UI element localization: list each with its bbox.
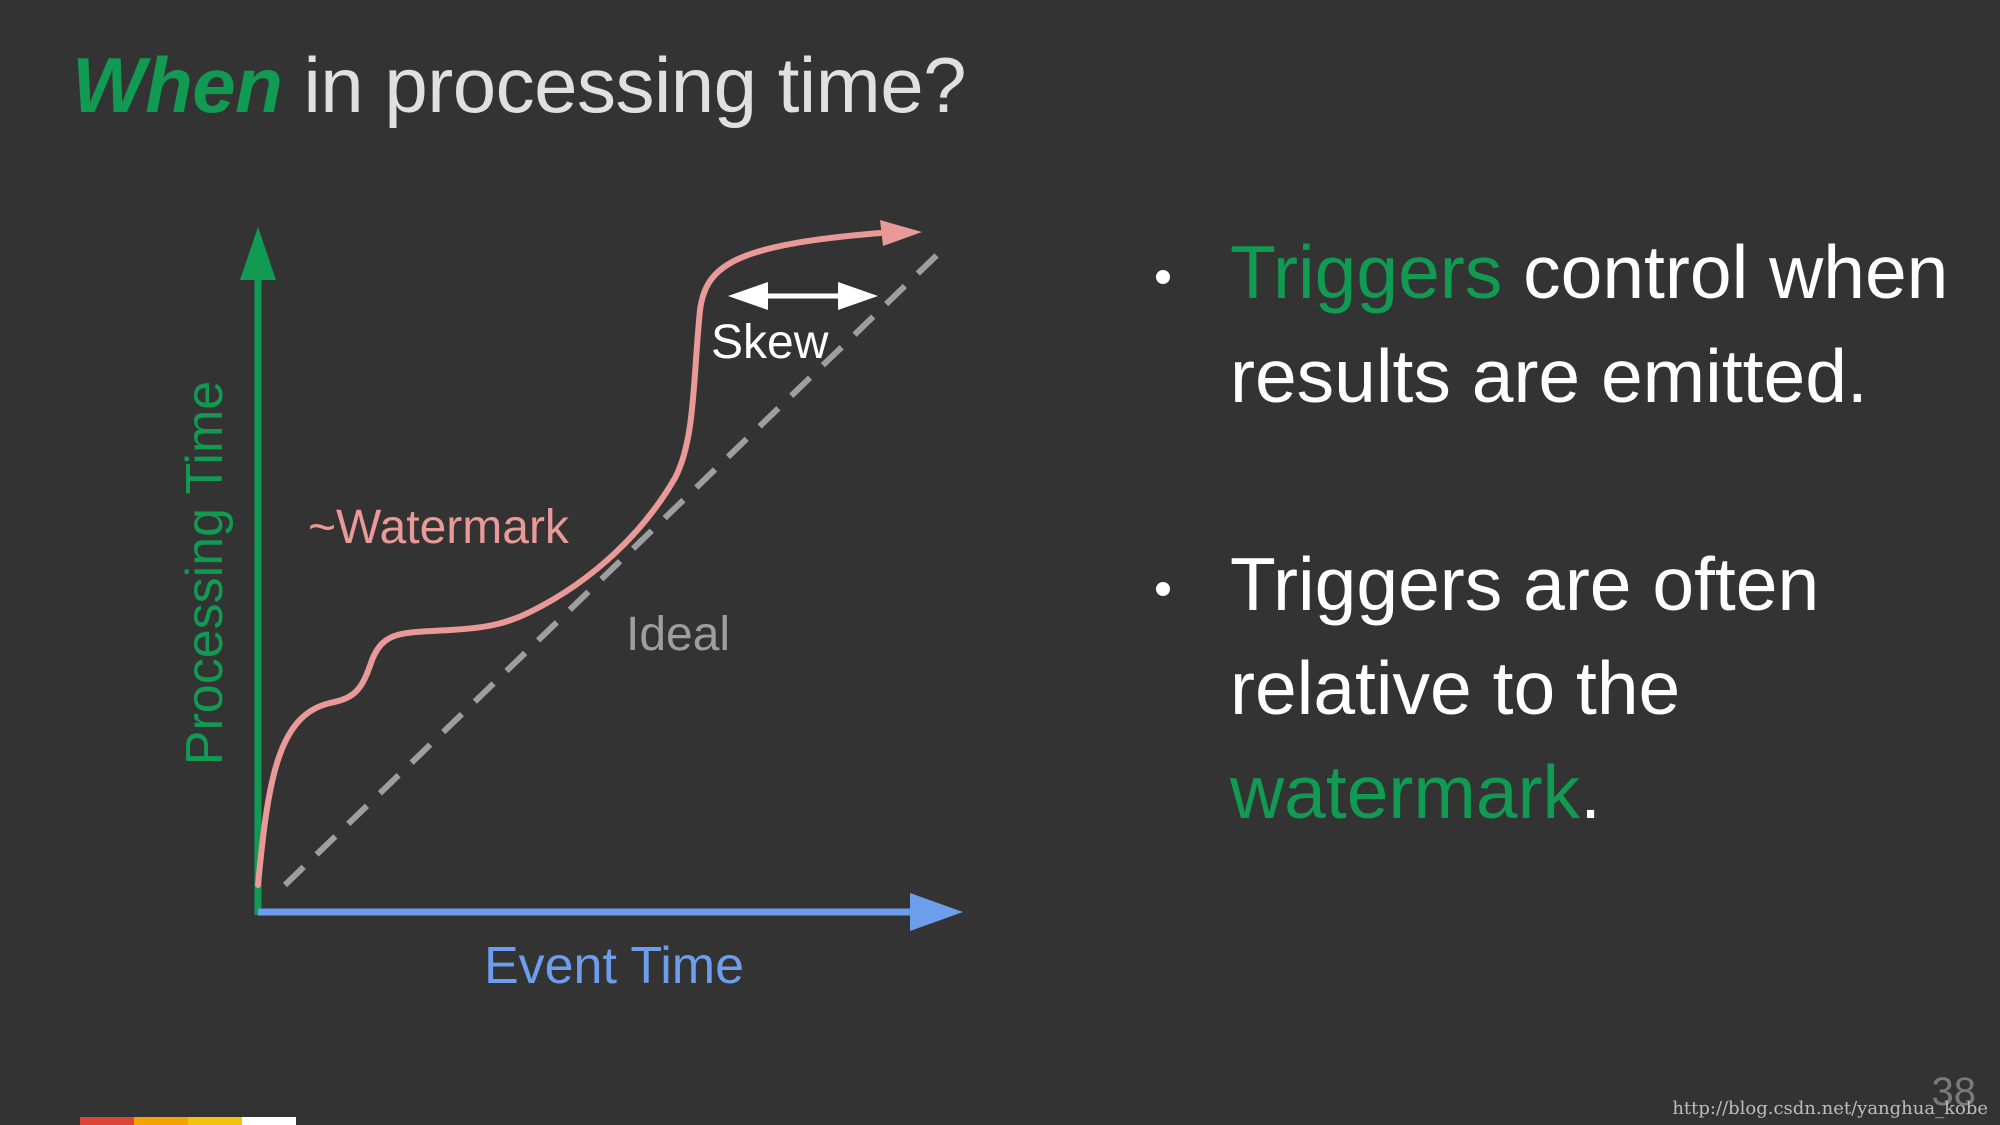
- x-axis-label: Event Time: [484, 937, 744, 995]
- strip-segment-orange: [134, 1117, 188, 1125]
- bullet-dot-icon: [1156, 582, 1170, 596]
- bullet-list: Triggers control when results are emitte…: [1150, 220, 1970, 844]
- slide-title: When in processing time?: [72, 40, 966, 131]
- watermark-diagram: Processing Time Event Time ~Watermark Id…: [176, 220, 963, 995]
- skew-arrow: [728, 282, 878, 310]
- title-rest: in processing time?: [282, 41, 966, 129]
- bullet-item-triggers-control: Triggers control when results are emitte…: [1150, 220, 1970, 428]
- page-number: 38: [1931, 1070, 1977, 1114]
- bullet-dot-icon: [1156, 270, 1170, 284]
- source-url-watermark: http://blog.csdn.net/yanghua_kobe: [1672, 1098, 1988, 1119]
- bullet-text: control when results are emitted.: [1230, 230, 1949, 418]
- brand-color-strip: [80, 1117, 296, 1125]
- bullet-highlight: watermark: [1230, 750, 1581, 834]
- ideal-label: Ideal: [626, 608, 730, 661]
- ideal-line: [282, 252, 940, 888]
- watermark-curve: [255, 230, 883, 888]
- skew-label: Skew: [711, 316, 829, 369]
- y-axis: [240, 227, 276, 915]
- watermark-arrowhead: [880, 220, 922, 246]
- strip-segment-yellow: [188, 1117, 242, 1125]
- bullet-item-relative-watermark: Triggers are often relative to the water…: [1150, 532, 1970, 844]
- y-axis-label: Processing Time: [176, 381, 234, 765]
- x-axis: [258, 893, 963, 931]
- bullet-tail: .: [1580, 750, 1601, 834]
- bullet-highlight: Triggers: [1230, 230, 1503, 314]
- bullet-text: Triggers are often relative to the: [1230, 542, 1820, 730]
- watermark-label: ~Watermark: [308, 501, 570, 554]
- title-emphasis: When: [72, 41, 283, 129]
- strip-segment-white: [242, 1117, 296, 1125]
- strip-segment-red: [80, 1117, 134, 1125]
